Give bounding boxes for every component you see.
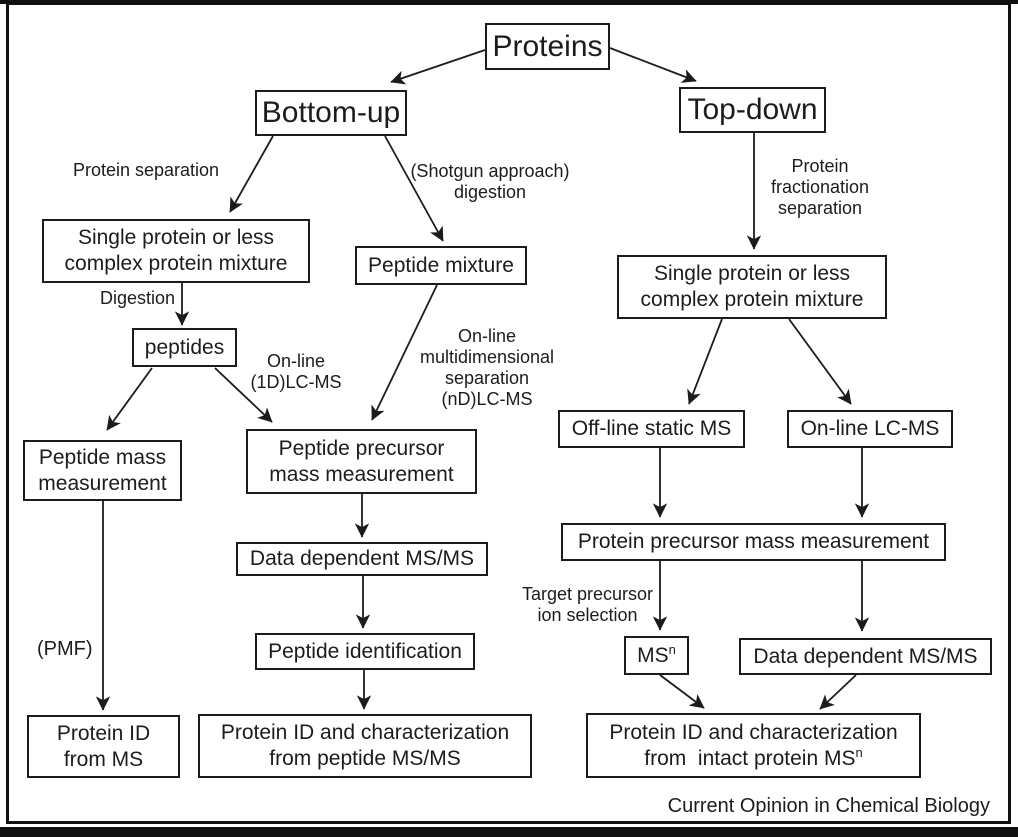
node-text-line: Peptide mass — [38, 445, 167, 469]
edge-label-line: (1D)LC-MS — [250, 372, 342, 392]
edge-label-line: Target precursor — [521, 584, 654, 604]
node-text-line: mass measurement — [269, 462, 454, 486]
node-data-dependent-msms-mid: Data dependent MS/MS — [236, 542, 488, 576]
node-text-line: complex protein mixture — [640, 288, 864, 311]
node-peptide-mass-measurement: Peptide mass measurement — [23, 440, 182, 501]
node-protein-precursor-mass-measurement: Protein precursor mass measurement — [561, 523, 946, 561]
node-online-lc-ms: On-line LC-MS — [787, 410, 953, 448]
node-proteins-label: Proteins — [492, 29, 603, 63]
bottom-border-bar — [0, 827, 1018, 837]
node-peptide-identification: Peptide identification — [255, 633, 475, 670]
edge-label-line: (Shotgun approach) — [410, 161, 570, 181]
edge-label-pmf: (PMF) — [37, 638, 93, 660]
edge-label-line: (nD)LC-MS — [441, 389, 533, 409]
node-text-line: from intact protein MSn — [644, 744, 863, 772]
edge-label-line: separation — [444, 368, 530, 388]
node-proteins: Proteins — [485, 23, 610, 70]
edge-label-line: multidimensional — [419, 347, 555, 367]
node-text-line: Peptide mixture — [368, 253, 514, 277]
node-single-protein-right: Single protein or less complex protein m… — [617, 255, 887, 319]
node-text-line: Protein ID — [56, 721, 151, 745]
msn-base: MS — [637, 643, 669, 667]
edge-label-line: Protein — [791, 156, 849, 176]
edge-label-protein-separation: Protein separation — [72, 160, 220, 180]
edge-label-line: fractionation — [770, 177, 870, 197]
node-text-line: Peptide identification — [268, 639, 462, 663]
node-top-down: Top-down — [679, 87, 826, 133]
node-text-line: On-line LC-MS — [800, 417, 940, 440]
node-protein-id-intact-msn: Protein ID and characterization from int… — [586, 713, 921, 778]
intact-line2-base: from intact protein MS — [644, 746, 856, 770]
edge-label-line: On-line — [457, 326, 517, 346]
edge-label-target-precursor: Target precursor ion selection — [515, 584, 660, 626]
edge-label-protein-fractionation: Protein fractionation separation — [766, 156, 874, 219]
journal-credit: Current Opinion in Chemical Biology — [667, 795, 990, 817]
node-msn: MSn — [624, 636, 689, 675]
edge-label-digestion: Digestion — [100, 288, 176, 308]
node-peptide-mixture: Peptide mixture — [355, 246, 527, 285]
node-peptides: peptides — [132, 328, 237, 367]
intact-line2-superscript: n — [855, 744, 863, 760]
node-text-line: Off-line static MS — [571, 417, 732, 440]
node-text-line: Data dependent MS/MS — [249, 547, 475, 570]
edge-label-online-multidimensional: On-line multidimensional separation (nD)… — [412, 326, 562, 410]
edge-label-line: On-line — [266, 351, 326, 371]
node-peptide-precursor-mass-measurement: Peptide precursor mass measurement — [246, 429, 477, 494]
node-text-line: from peptide MS/MS — [269, 747, 461, 770]
node-text-line: from MS — [63, 747, 144, 771]
node-text-line: Single protein or less — [77, 226, 275, 249]
node-text-line: MSn — [637, 641, 676, 669]
edge-label-online-1d-lc-ms: On-line (1D)LC-MS — [248, 351, 344, 393]
node-data-dependent-msms-right: Data dependent MS/MS — [739, 638, 992, 675]
node-top-down-label: Top-down — [687, 93, 818, 126]
node-protein-id-peptide-msms: Protein ID and characterization from pep… — [198, 714, 532, 778]
node-text-line: measurement — [38, 471, 167, 495]
node-bottom-up-label: Bottom-up — [261, 96, 401, 129]
node-protein-id-from-ms: Protein ID from MS — [27, 715, 180, 778]
node-text-line: complex protein mixture — [64, 252, 288, 275]
node-text-line: Single protein or less — [653, 262, 851, 285]
edge-label-shotgun-digestion: (Shotgun approach) digestion — [408, 161, 572, 203]
node-text-line: Protein ID and characterization — [609, 720, 898, 744]
node-bottom-up: Bottom-up — [255, 90, 407, 136]
edge-label-line: separation — [777, 198, 863, 218]
edge-label-line: digestion — [453, 182, 527, 202]
msn-superscript: n — [668, 641, 676, 657]
node-single-protein-left: Single protein or less complex protein m… — [42, 219, 310, 283]
node-offline-static-ms: Off-line static MS — [558, 410, 745, 448]
node-text-line: peptides — [144, 335, 225, 359]
node-text-line: Protein precursor mass measurement — [577, 530, 930, 553]
top-border-bar — [0, 0, 1018, 4]
node-text-line: Peptide precursor — [278, 436, 445, 460]
node-text-line: Protein ID and characterization — [220, 721, 510, 744]
node-text-line: Data dependent MS/MS — [753, 644, 978, 668]
edge-label-line: ion selection — [537, 605, 638, 625]
